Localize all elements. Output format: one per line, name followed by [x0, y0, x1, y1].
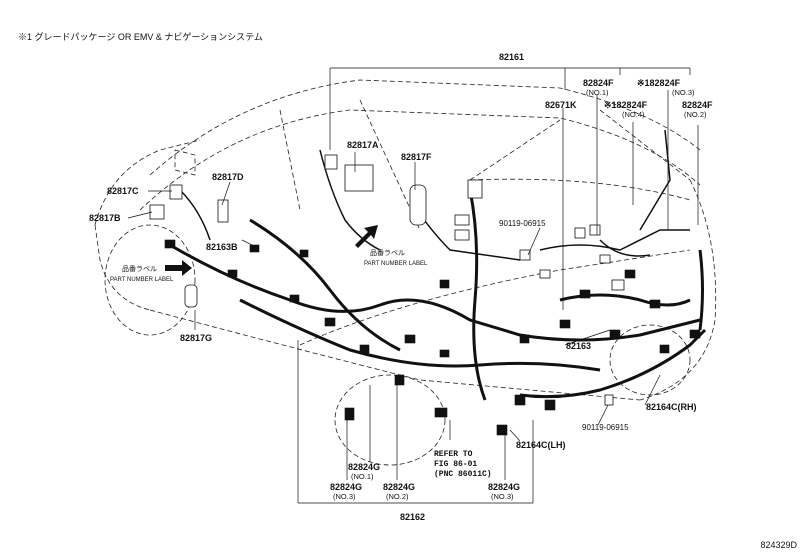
part-82824F-no4-sub: (NO.4): [622, 110, 645, 119]
part-82817B-label: 82817B: [89, 213, 121, 223]
harness-branches: [179, 129, 690, 261]
part-82817C-label: 82817C: [107, 186, 139, 196]
refer-to-fig-note: REFER TO FIG 86-01 (PNC 86011C): [434, 450, 492, 479]
part-82163-label: 82163: [566, 341, 592, 351]
part-82824G-no3a-sub: (NO.3): [333, 492, 356, 501]
part-82824F-no2-sub: (NO.2): [684, 110, 707, 119]
part-82817G-label: 82817G: [180, 333, 213, 343]
part-82824G-no3a-label: 82824G: [330, 482, 363, 492]
part-number-label-jp-left: 品番ラベル: [122, 266, 157, 273]
part-82164C-lh-label: 82164C(LH): [516, 440, 566, 450]
part-82817A-label: 82817A: [347, 140, 379, 150]
part-82161-label: 82161: [499, 52, 525, 62]
label-arrows: [165, 225, 378, 276]
part-82817D-label: 82817D: [212, 172, 244, 182]
grade-package-note: ※1 グレードパッケージ OR EMV & ナビゲーションシステム: [18, 32, 263, 42]
part-82824G-no2-sub: (NO.2): [386, 492, 409, 501]
part-number-label-jp-mid: 品番ラベル: [370, 250, 405, 257]
part-82824F-no1-label: 82824F: [583, 78, 614, 88]
part-82824G-no3b-sub: (NO.3): [491, 492, 514, 501]
part-82162-label: 82162: [400, 512, 426, 522]
part-82824G-no1-sub: (NO.1): [351, 472, 374, 481]
leader-lines: [127, 67, 699, 504]
part-82824G-no2-label: 82824G: [383, 482, 416, 492]
part-82164C-rh-label: 82164C(RH): [646, 402, 697, 412]
part-82824G-no1-label: 82824G: [348, 462, 381, 472]
connectors: [164, 239, 701, 436]
bolt-90119-06915-lower: 90119-06915: [582, 423, 629, 432]
connector-housings: [149, 154, 625, 406]
vehicle-outline: [94, 79, 717, 466]
part-number-label-en-mid: PART NUMBER LABEL: [364, 261, 428, 267]
part-82824F-no4-label: ※182824F: [604, 100, 648, 110]
part-82671K-label: 82671K: [545, 100, 577, 110]
part-82824F-no3-sub: (NO.3): [672, 88, 695, 97]
part-82163B-label: 82163B: [206, 242, 238, 252]
part-82824F-no3-label: ※182824F: [637, 78, 681, 88]
part-number-label-en-left: PART NUMBER LABEL: [110, 277, 174, 283]
part-82824G-no3b-label: 82824G: [488, 482, 521, 492]
part-82824F-no2-label: 82824F: [682, 100, 713, 110]
bolt-90119-06915-upper: 90119-06915: [499, 219, 546, 228]
harness-lines: [169, 189, 707, 401]
part-82824F-no1-sub: (NO.1): [586, 88, 609, 97]
figure-code: 824329D: [760, 540, 797, 550]
part-82817F-label: 82817F: [401, 152, 432, 162]
